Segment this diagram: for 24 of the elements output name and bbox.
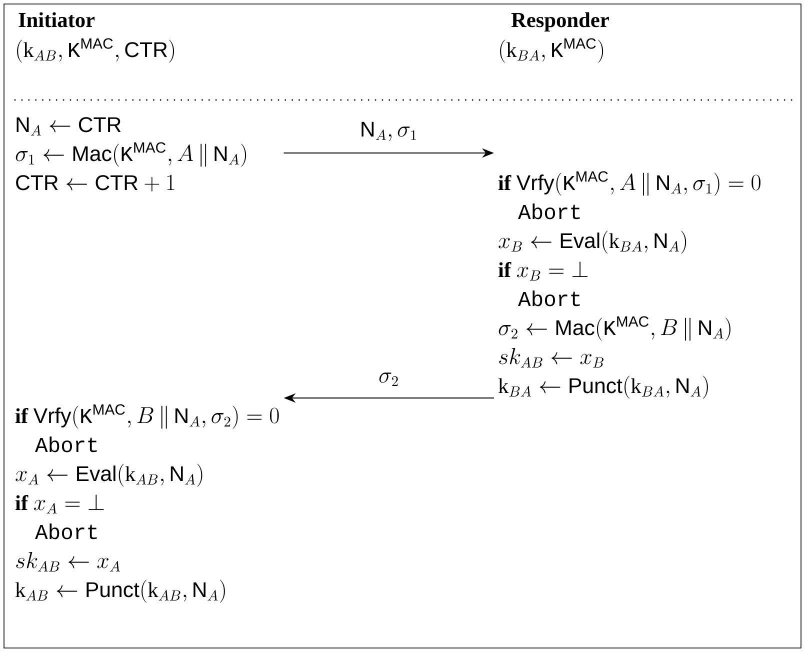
protocol-step: $\mathbf{if}\ x_B = \bot$ bbox=[498, 262, 588, 280]
party-heading: Initiator bbox=[18, 12, 95, 28]
protocol-step: $\mathtt{Abort}$ bbox=[518, 290, 580, 306]
protocol-step: $\mathsf{CTR} \leftarrow \mathsf{CTR} + 1$ bbox=[16, 174, 174, 192]
protocol-step: $sk_{AB} \leftarrow x_B$ bbox=[499, 348, 604, 368]
protocol-step: $\mathbf{if}\ \mathsf{Vrfy}(\mathtt{K}^{\mathsf{MAC}}, A \,\|\, \mathsf{N}_A, \sigma_1) = 0$ bbox=[498, 171, 760, 196]
protocol-step: $\mathrm{k}_{AB} \leftarrow \mathsf{Punct}(\mathrm{k}_{AB}, \mathsf{N}_A)$ bbox=[15, 580, 225, 603]
protocol-step: $x_A \leftarrow \mathsf{Eval}(\mathrm{k}_{AB}, \mathsf{N}_A)$ bbox=[16, 464, 202, 487]
protocol-step: $\mathbf{if}\ x_A = \bot$ bbox=[15, 494, 104, 514]
protocol-step: $\mathtt{Abort}$ bbox=[35, 524, 97, 540]
protocol-step: $\mathtt{Abort}$ bbox=[35, 436, 97, 452]
protocol-step: $\sigma_1 \leftarrow \mathsf{Mac}(\mathtt{K}^{\mathsf{MAC}}, A \,\|\, \mathsf{N}_A)$ bbox=[16, 142, 246, 167]
protocol-step: $\sigma_2 \leftarrow \mathsf{Mac}(\mathtt{K}^{\mathsf{MAC}}, B \,\|\, \mathsf{N}_A)$ bbox=[498, 316, 730, 341]
edge-label: $\mathsf{N}_A, \sigma_1$ bbox=[362, 122, 416, 141]
protocol-step: $\mathrm{k}_{BA} \leftarrow \mathsf{Punct}(\mathrm{k}_{BA}, \mathsf{N}_A)$ bbox=[498, 376, 708, 399]
party-state: $(\mathrm{k}_{AB}, \mathtt{K}^{\mathsf{MAC}}, \mathsf{CTR})$ bbox=[17, 38, 174, 63]
protocol-step: $\mathbf{if}\ \mathsf{Vrfy}(\mathtt{K}^{\mathsf{MAC}}, B \,\|\, \mathsf{N}_A, \sigma_2) = 0$ bbox=[15, 404, 279, 429]
protocol-step: $\mathsf{N}_A \leftarrow \mathsf{CTR}$ bbox=[16, 117, 121, 136]
protocol-step: $\mathtt{Abort}$ bbox=[518, 204, 580, 220]
protocol-step: $sk_{AB} \leftarrow x_A$ bbox=[16, 552, 120, 572]
edge-label: $\sigma_2$ bbox=[379, 372, 398, 386]
party-state: $(\mathrm{k}_{BA}, \mathtt{K}^{\mathsf{MAC}})$ bbox=[500, 38, 604, 63]
party-heading: Responder bbox=[511, 12, 609, 32]
protocol-step: $x_B \leftarrow \mathsf{Eval}(\mathrm{k}_{BA}, \mathsf{N}_A)$ bbox=[498, 230, 686, 254]
